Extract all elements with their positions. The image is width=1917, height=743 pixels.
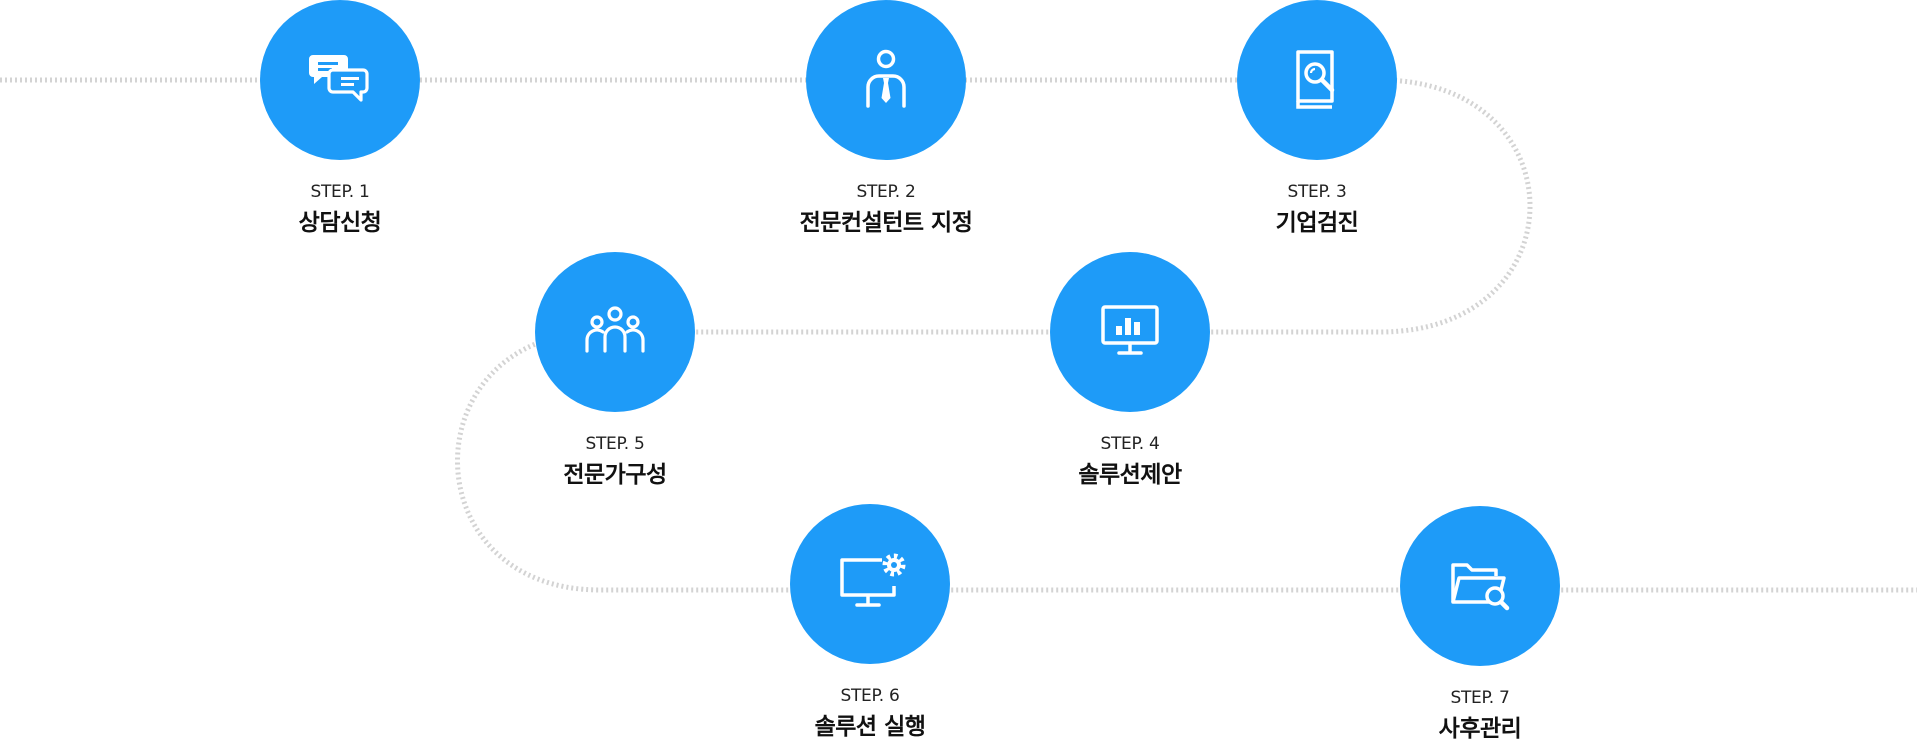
step-6-number: STEP. 6: [840, 686, 900, 706]
book-magnifier-icon: [1296, 50, 1335, 109]
step-3: STEP. 3 기업검진: [1167, 0, 1467, 237]
folder-search-icon: [1451, 563, 1510, 611]
step-7: STEP. 7 사후관리: [1330, 506, 1630, 743]
step-4: STEP. 4 솔루션제안: [980, 252, 1280, 489]
step-2-circle: [806, 0, 966, 160]
chat-bubbles-icon: [309, 55, 369, 102]
step-1: STEP. 1 상담신청: [190, 0, 490, 237]
monitor-gear-icon: [840, 553, 906, 607]
consultant-person-icon: [866, 49, 906, 108]
step-5: STEP. 5 전문가구성: [465, 252, 765, 489]
step-5-title: 전문가구성: [563, 462, 667, 488]
step-7-number: STEP. 7: [1450, 688, 1510, 708]
step-6-circle: [790, 504, 950, 664]
step-2-title: 전문컨설턴트 지정: [799, 210, 973, 236]
step-3-circle: [1237, 0, 1397, 160]
step-2-number: STEP. 2: [856, 182, 916, 202]
step-3-title: 기업검진: [1275, 210, 1359, 236]
step-4-title: 솔루션제안: [1078, 462, 1182, 488]
step-6: STEP. 6 솔루션 실행: [720, 504, 1020, 741]
step-1-title: 상담신청: [298, 210, 382, 236]
step-6-title: 솔루션 실행: [814, 714, 926, 740]
step-5-circle: [535, 252, 695, 412]
step-5-number: STEP. 5: [585, 434, 645, 454]
step-7-title: 사후관리: [1438, 716, 1522, 742]
step-7-circle: [1400, 506, 1560, 666]
team-people-icon: [585, 306, 645, 353]
step-1-circle: [260, 0, 420, 160]
step-3-number: STEP. 3: [1287, 182, 1347, 202]
step-1-number: STEP. 1: [310, 182, 370, 202]
monitor-chart-icon: [1101, 305, 1159, 355]
step-4-number: STEP. 4: [1100, 434, 1160, 454]
step-4-circle: [1050, 252, 1210, 412]
step-2: STEP. 2 전문컨설턴트 지정: [736, 0, 1036, 237]
